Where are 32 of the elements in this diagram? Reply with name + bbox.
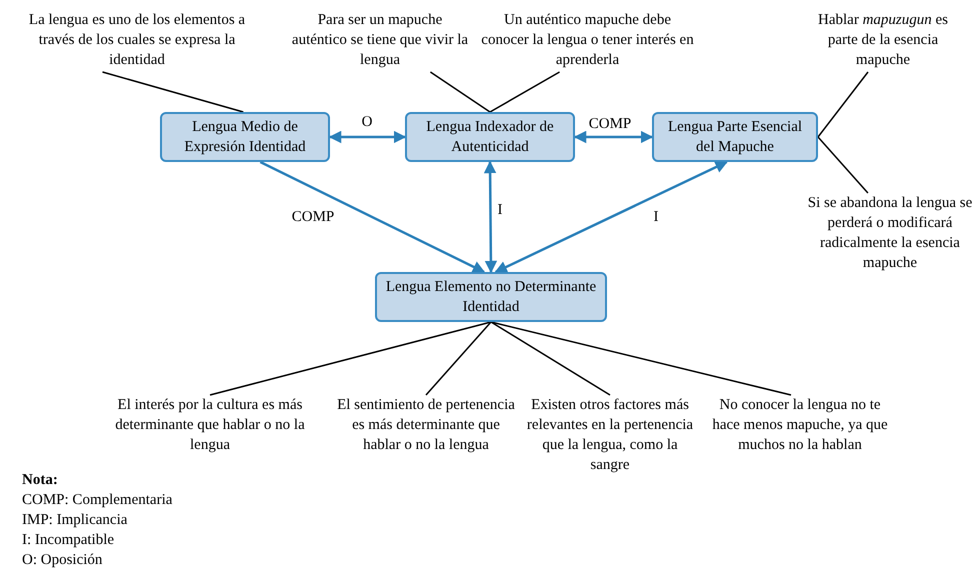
- concept-box: Lengua Elemento no Determinante Identidad: [375, 272, 607, 322]
- arrow: [328, 130, 406, 144]
- arrow: [260, 160, 486, 274]
- connector-line: [102, 71, 244, 113]
- concept-box: Lengua Medio de Expresión Identidad: [160, 112, 330, 162]
- note-text: O: Oposición: [22, 551, 102, 570]
- connector-line: [210, 321, 492, 396]
- statement-text: No conocer la lengua no te hace menos mapuche, ya que muchos no la hablan: [710, 395, 890, 477]
- connector-line: [817, 72, 869, 138]
- connector-line: [425, 322, 492, 396]
- connector-line: [817, 136, 868, 194]
- note-text: COMP: Complementaria: [22, 491, 172, 510]
- statement-text: La lengua es uno de los elementos a través de los cuales se expresa la identidad: [22, 10, 252, 72]
- note-heading: Nota:: [22, 471, 58, 490]
- connector-line: [490, 321, 792, 396]
- statement-text: El sentimiento de pertenencia es más determinante que hablar o no la lengua: [335, 395, 517, 477]
- arrow: [484, 160, 498, 274]
- statement-text: El interés por la cultura es más determinante que hablar o no la lengua: [100, 395, 320, 457]
- arrow: [494, 160, 728, 274]
- statement-text: Hablar mapuzugun es parte de la esencia mapuche: [808, 10, 958, 72]
- statement-text: Existen otros factores más relevantes en la pertenencia que la lengua, como la sangre: [522, 395, 698, 477]
- note-text: I: Incompatible: [22, 531, 114, 550]
- concept-box: Lengua Indexador de Autenticidad: [405, 112, 575, 162]
- concept-box: Lengua Parte Esencial del Mapuche: [652, 112, 818, 162]
- note-text: IMP: Implicancia: [22, 511, 128, 530]
- connector-line: [430, 71, 490, 113]
- connector-line: [490, 321, 610, 396]
- arrow: [574, 130, 654, 144]
- statement-text: Para ser un mapuche auténtico se tiene que vivir la lengua: [290, 10, 470, 72]
- statement-text: Un auténtico mapuche debe conocer la lengua o tener interés en aprenderla: [480, 10, 695, 72]
- statement-text: Si se abandona la lengua se perderá o modificará radicalmente la esencia mapuche: [805, 193, 975, 293]
- connector-line: [490, 71, 560, 113]
